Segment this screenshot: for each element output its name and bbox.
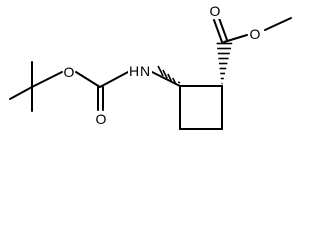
amine-nitrogen-label: N [140,63,150,79]
bond-ester-c-to-o-double-a [213,19,223,43]
bond-ether-o-to-carbonyl-c [75,71,101,88]
molecule-structure: O O H N O O [9,3,292,130]
bond-tbu-c-to-left-methyl [9,86,33,100]
atom-ester-carbonyl-oxygen: O [209,3,221,19]
cyclobutane-ring [179,85,223,130]
bond-nh-to-ring-c1 [151,71,181,87]
ester-carbonyl-oxygen-label: O [210,3,221,19]
nh-wedge-hash-3 [167,73,173,82]
nh-wedge-hash-4 [162,69,168,79]
bond-ester-c-to-ether-o [223,34,248,43]
nh-to-ring-bond [151,71,181,87]
tert-butyl-group [9,61,63,112]
atom-ester-ether-oxygen: O [249,26,261,42]
atom-bg [209,3,221,19]
bond-carbonyl-c-to-nh [99,71,129,88]
bond-ester-c-to-o-double-b [218,17,228,41]
boc-carbamate [75,71,129,111]
boc-ether-oxygen-label: O [64,64,75,80]
bond-ether-o-to-methyl [264,17,292,31]
hashed-wedge-ester [216,42,233,85]
atom-amine-nh: H N [128,62,152,80]
methyl-ester [213,17,292,43]
nh-wedge-hash-5 [157,65,164,77]
atom-bg [128,62,152,80]
atom-boc-carbonyl-oxygen: O [95,111,107,127]
nh-wedge-hash-2 [172,77,177,84]
atom-bg [95,111,107,127]
atom-bg [63,64,75,80]
nh-wedge-hash-1 [177,81,181,84]
atom-boc-ether-oxygen: O [63,64,75,80]
amine-hydrogen-label: H [129,63,139,79]
hashed-wedge-nh [157,65,181,84]
bond-tbu-c-to-ether-o [31,71,63,88]
boc-carbonyl-oxygen-label: O [96,111,107,127]
atom-bg [249,26,261,42]
ester-ether-oxygen-label: O [250,26,261,42]
